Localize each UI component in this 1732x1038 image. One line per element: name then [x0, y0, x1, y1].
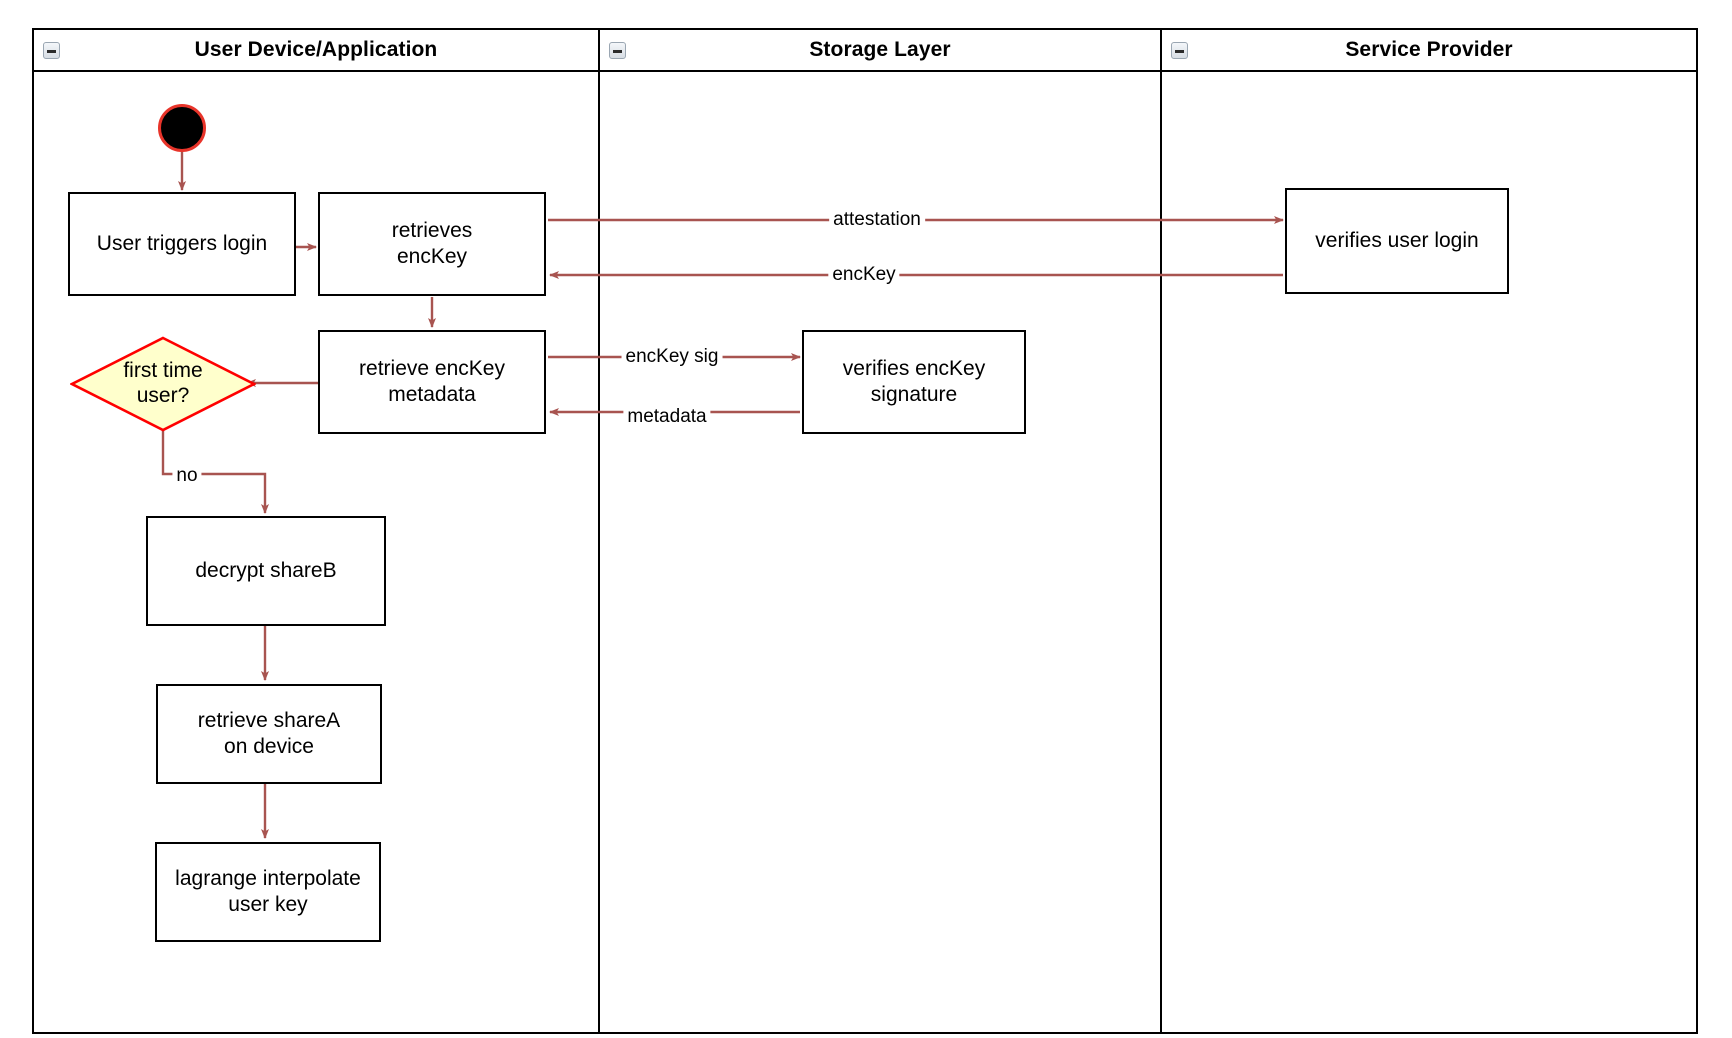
collapse-minus-icon[interactable]: [609, 42, 626, 59]
swimlane-title-storage-layer: Storage Layer: [809, 38, 951, 61]
edge-label-enckey: encKey: [828, 264, 900, 286]
node-user-triggers-login[interactable]: User triggers login: [68, 192, 296, 296]
swimlane-title-service-provider: Service Provider: [1345, 38, 1513, 61]
node-lagrange-interpolate-user-key[interactable]: lagrange interpolate user key: [155, 842, 381, 942]
swimlane-service-provider[interactable]: Service Provider: [1160, 30, 1696, 1032]
swimlane-header-user-device[interactable]: User Device/Application: [34, 30, 598, 72]
node-retrieve-sharea-on-device[interactable]: retrieve shareA on device: [156, 684, 382, 784]
edge-label-enckey-sig: encKey sig: [621, 346, 723, 368]
swimlane-header-service-provider[interactable]: Service Provider: [1162, 30, 1696, 72]
node-verifies-enckey-signature[interactable]: verifies encKey signature: [802, 330, 1026, 434]
swimlane-storage-layer[interactable]: Storage Layer: [598, 30, 1160, 1032]
start-node[interactable]: [158, 104, 206, 152]
swimlane-header-storage-layer[interactable]: Storage Layer: [600, 30, 1160, 72]
edge-label-attestation: attestation: [829, 209, 925, 231]
swimlane-user-device[interactable]: User Device/Application: [34, 30, 598, 1032]
collapse-minus-icon[interactable]: [43, 42, 60, 59]
decision-label: first time user?: [123, 359, 203, 407]
node-retrieves-enckey[interactable]: retrieves encKey: [318, 192, 546, 296]
decision-diamond-shape: [70, 336, 256, 432]
collapse-minus-icon[interactable]: [1171, 42, 1188, 59]
swimlane-title-user-device: User Device/Application: [194, 38, 438, 61]
node-verifies-user-login[interactable]: verifies user login: [1285, 188, 1509, 294]
edge-label-metadata: metadata: [623, 406, 711, 428]
node-retrieve-enckey-metadata[interactable]: retrieve encKey metadata: [318, 330, 546, 434]
node-first-time-user-decision[interactable]: first time user?: [70, 336, 256, 432]
edge-label-no: no: [172, 465, 202, 487]
node-decrypt-shareb[interactable]: decrypt shareB: [146, 516, 386, 626]
